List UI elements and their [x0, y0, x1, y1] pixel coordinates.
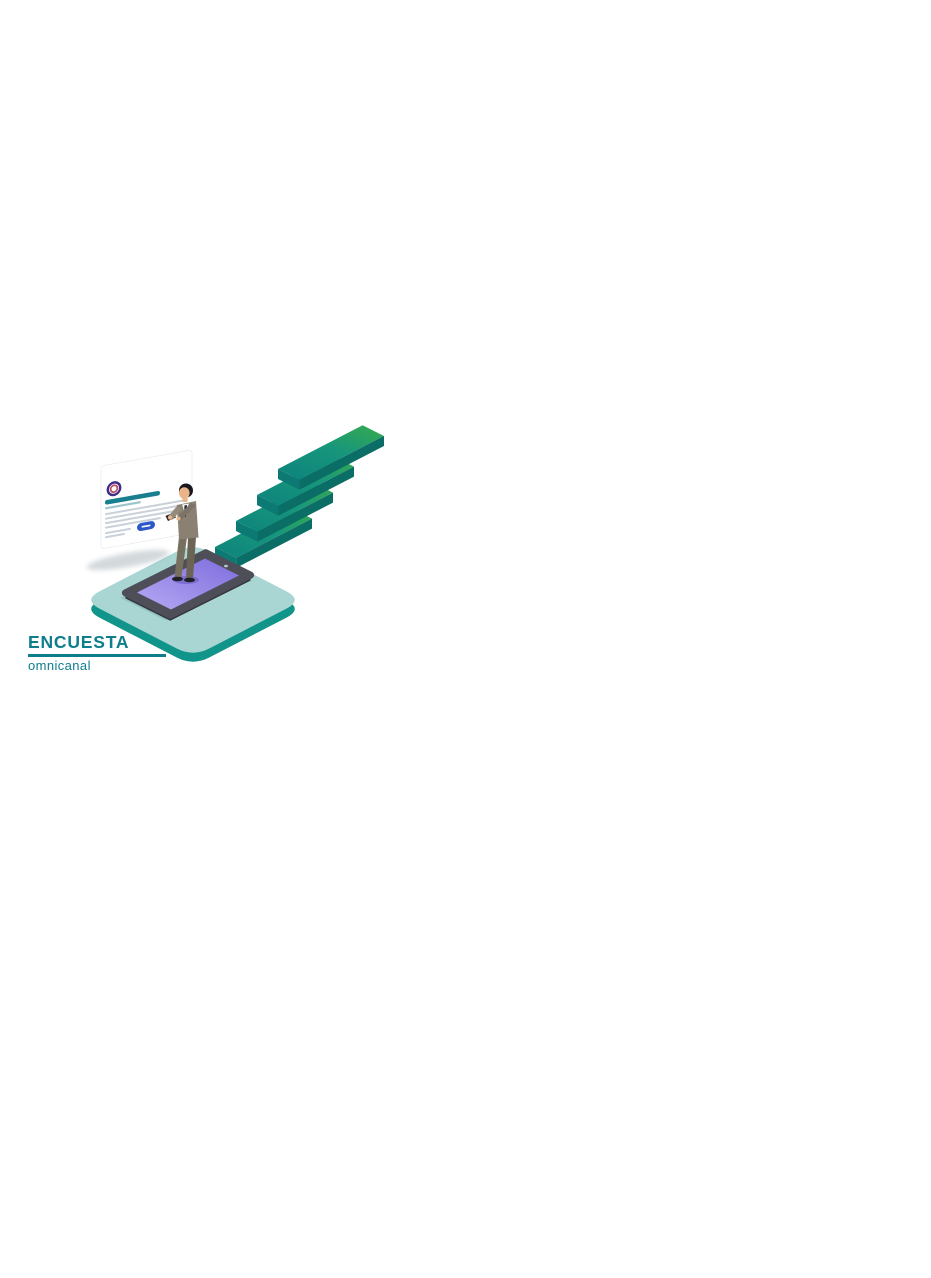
brand-subtitle: omnicanal [28, 658, 91, 673]
person-right-shoe [184, 577, 195, 583]
phone-screen [137, 558, 239, 610]
card-body-lines [105, 498, 188, 539]
survey-illustration [86, 425, 384, 662]
person-left-shoe [172, 576, 183, 582]
step-bar-4 [278, 425, 384, 490]
person-jacket [177, 501, 199, 540]
phone-camera-icon [224, 564, 228, 568]
person-checking-phone [165, 483, 199, 584]
person-left-leg [174, 537, 187, 578]
brand-divider [28, 654, 166, 657]
smartphone [120, 549, 255, 621]
person-face [179, 487, 190, 499]
person-right-leg [186, 537, 196, 579]
person-far-arm [177, 503, 196, 520]
ring-badge-icon [106, 481, 122, 497]
person-near-hand [167, 515, 173, 520]
brand-title: ENCUESTA [28, 632, 130, 652]
card-submit-button [137, 521, 155, 532]
brand-lockup: ENCUESTA omnicanal [28, 633, 198, 673]
card-heading-line [105, 490, 160, 505]
ascending-steps [215, 425, 384, 568]
person-near-arm [168, 506, 182, 520]
card-subheading-line [105, 501, 141, 510]
person-neck [182, 497, 188, 502]
card-shadow [86, 549, 170, 571]
person-far-hand [176, 516, 181, 521]
survey-card [100, 450, 193, 549]
